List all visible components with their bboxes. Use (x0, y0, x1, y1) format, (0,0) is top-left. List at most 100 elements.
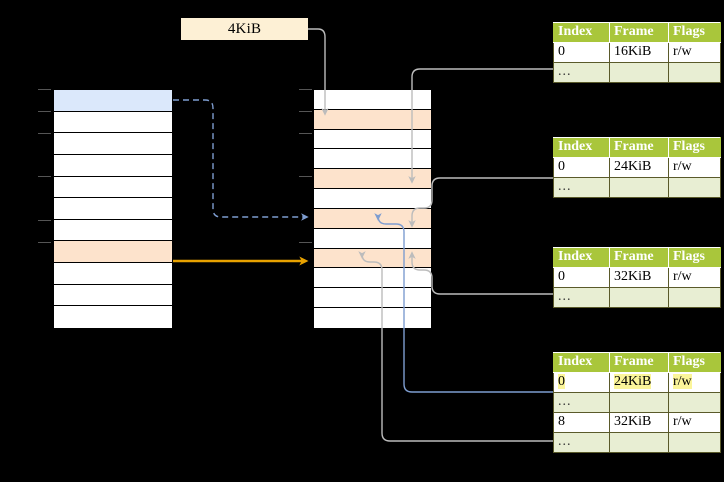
table-ellipsis-row: ... (553, 177, 721, 198)
cell-flags: r/w (668, 372, 721, 393)
cell-flags: r/w (668, 267, 721, 288)
cell-index: ... (553, 62, 610, 83)
cell-flags (668, 392, 721, 413)
cell-flags: r/w (668, 42, 721, 63)
tick-mark (38, 176, 51, 178)
physical-memory-column-cell-5 (314, 189, 431, 209)
cell-frame (609, 432, 669, 453)
highlighted-value: r/w (673, 374, 692, 389)
cell-index: ... (553, 287, 610, 308)
virtual-address-column-cell-0 (54, 90, 172, 112)
physical-memory-column-cell-4 (314, 169, 431, 190)
tick-mark (38, 242, 51, 244)
table-ellipsis-row: ... (553, 392, 721, 413)
cell-frame (609, 62, 669, 83)
tick-mark (299, 176, 312, 178)
virtual-address-column-cell-8 (54, 263, 172, 285)
cell-flags (668, 432, 721, 453)
cell-index: 0 (553, 42, 610, 63)
column-header-frame: Frame (609, 247, 669, 268)
cell-index: 0 (553, 267, 610, 288)
wire-table1-to-memory (408, 68, 553, 184)
virtual-address-column-cell-2 (54, 133, 172, 155)
tick-mark (38, 89, 51, 91)
cell-frame: 32KiB (609, 267, 669, 288)
cell-flags (668, 62, 721, 83)
cell-frame: 16KiB (609, 42, 669, 63)
column-header-flags: Flags (668, 247, 721, 268)
cell-flags: r/w (668, 157, 721, 178)
virtual-address-column-cell-9 (54, 284, 172, 307)
cell-frame (609, 392, 669, 413)
virtual-address-column-cell-5 (54, 198, 172, 220)
cell-index: 0 (553, 372, 610, 393)
cell-index: 8 (553, 412, 610, 433)
size-label-4kib: 4KiB (181, 18, 308, 40)
cell-frame: 32KiB (609, 412, 669, 433)
cell-index: ... (553, 392, 610, 413)
wire-table2-to-memory (408, 177, 553, 228)
column-header-index: Index (553, 247, 610, 268)
table-ellipsis-row: ... (553, 287, 721, 308)
virtual-address-column-cell-3 (54, 154, 172, 177)
cell-flags (668, 177, 721, 198)
physical-memory-column-cell-7 (314, 228, 431, 249)
virtual-address-column-cell-7 (54, 241, 172, 263)
physical-memory-column-cell-0 (314, 90, 431, 110)
cell-index: 0 (553, 157, 610, 178)
column-header-index: Index (553, 22, 610, 43)
virtual-address-column-cell-10 (54, 306, 172, 328)
cell-index: ... (553, 432, 610, 453)
table-row: 0 24KiB r/w (553, 372, 721, 393)
physical-memory-column-cell-6 (314, 208, 431, 229)
column-header-flags: Flags (668, 137, 721, 158)
cell-flags: r/w (668, 412, 721, 433)
physical-memory-column-cell-9 (314, 268, 431, 289)
wire-virtual-blue-to-memory (173, 99, 309, 221)
cell-frame: 24KiB (609, 372, 669, 393)
table-ellipsis-row: ... (553, 432, 721, 453)
column-header-flags: Flags (668, 352, 721, 373)
physical-memory-column-cell-10 (314, 288, 431, 309)
column-header-index: Index (553, 352, 610, 373)
physical-memory-column-cell-8 (314, 248, 431, 269)
cell-frame (609, 287, 669, 308)
column-header-frame: Frame (609, 352, 669, 373)
wire-table3-to-memory (408, 251, 553, 295)
highlighted-value: 24KiB (614, 374, 652, 389)
physical-memory-column (313, 89, 432, 329)
virtual-address-column-cell-4 (54, 176, 172, 199)
column-header-index: Index (553, 137, 610, 158)
tick-mark (299, 133, 312, 135)
physical-memory-column-cell-11 (314, 308, 431, 328)
physical-memory-column-cell-2 (314, 129, 431, 150)
table-ellipsis-row: ... (553, 62, 721, 83)
tick-mark (299, 89, 312, 91)
physical-memory-column-cell-1 (314, 109, 431, 130)
tick-mark (38, 133, 51, 135)
column-header-frame: Frame (609, 22, 669, 43)
virtual-address-column-cell-6 (54, 219, 172, 242)
physical-memory-column-cell-3 (314, 149, 431, 170)
column-header-flags: Flags (668, 22, 721, 43)
cell-frame: 24KiB (609, 157, 669, 178)
tick-mark (38, 111, 51, 113)
tick-mark (299, 242, 312, 244)
column-header-frame: Frame (609, 137, 669, 158)
tick-mark (38, 220, 51, 222)
cell-index: ... (553, 177, 610, 198)
virtual-address-column (53, 89, 173, 329)
